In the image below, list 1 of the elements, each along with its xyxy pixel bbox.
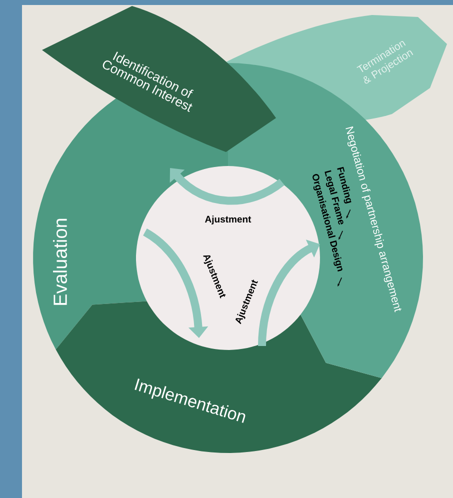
arrow xyxy=(170,168,284,205)
